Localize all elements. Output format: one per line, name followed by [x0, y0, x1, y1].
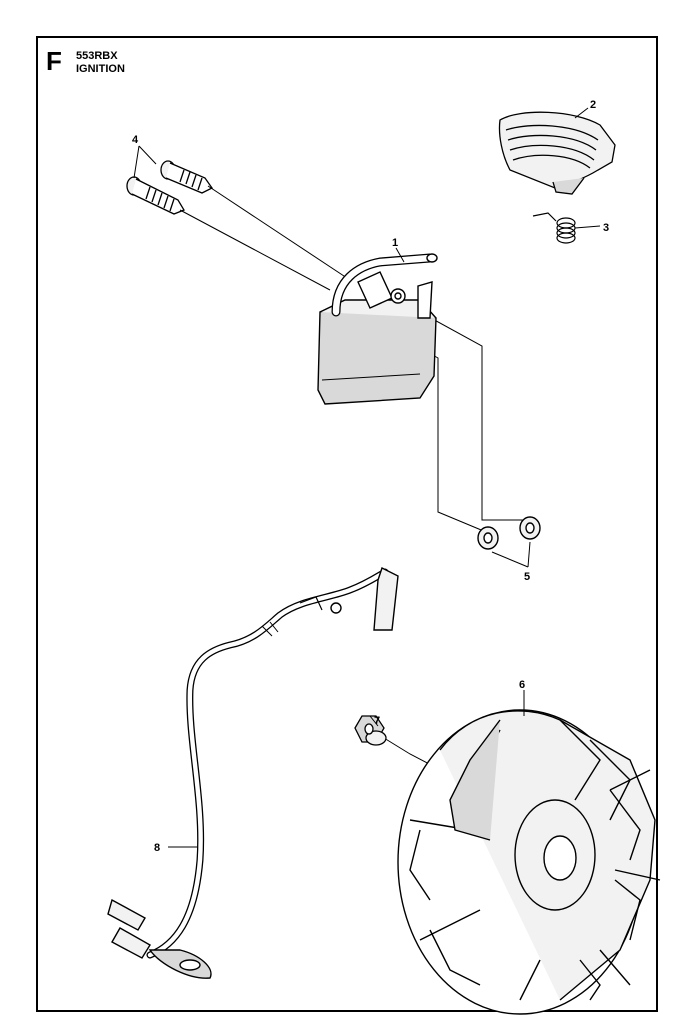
callout-8: 8	[154, 842, 160, 854]
part-5-washers	[477, 516, 541, 550]
callout-5: 5	[524, 571, 530, 583]
part-8-wire	[107, 567, 399, 979]
callout-2: 2	[590, 99, 596, 111]
callout-1: 1	[392, 237, 398, 249]
section-title: IGNITION	[76, 63, 125, 75]
callout-3: 3	[603, 222, 609, 234]
callout-leaders	[133, 107, 601, 848]
part-3-spring	[532, 212, 576, 244]
callout-6: 6	[519, 679, 525, 691]
model-label: 553RBX	[76, 50, 118, 62]
callout-4: 4	[132, 134, 139, 146]
part-1-ignition-module	[317, 253, 438, 405]
part-7-nut	[354, 715, 387, 746]
part-2-cover	[498, 111, 616, 195]
callout-7: 7	[374, 715, 380, 727]
part-6-flywheel	[397, 709, 661, 1015]
section-letter: F	[46, 46, 62, 76]
leader-5	[491, 541, 531, 568]
part-4-screws	[126, 160, 213, 215]
